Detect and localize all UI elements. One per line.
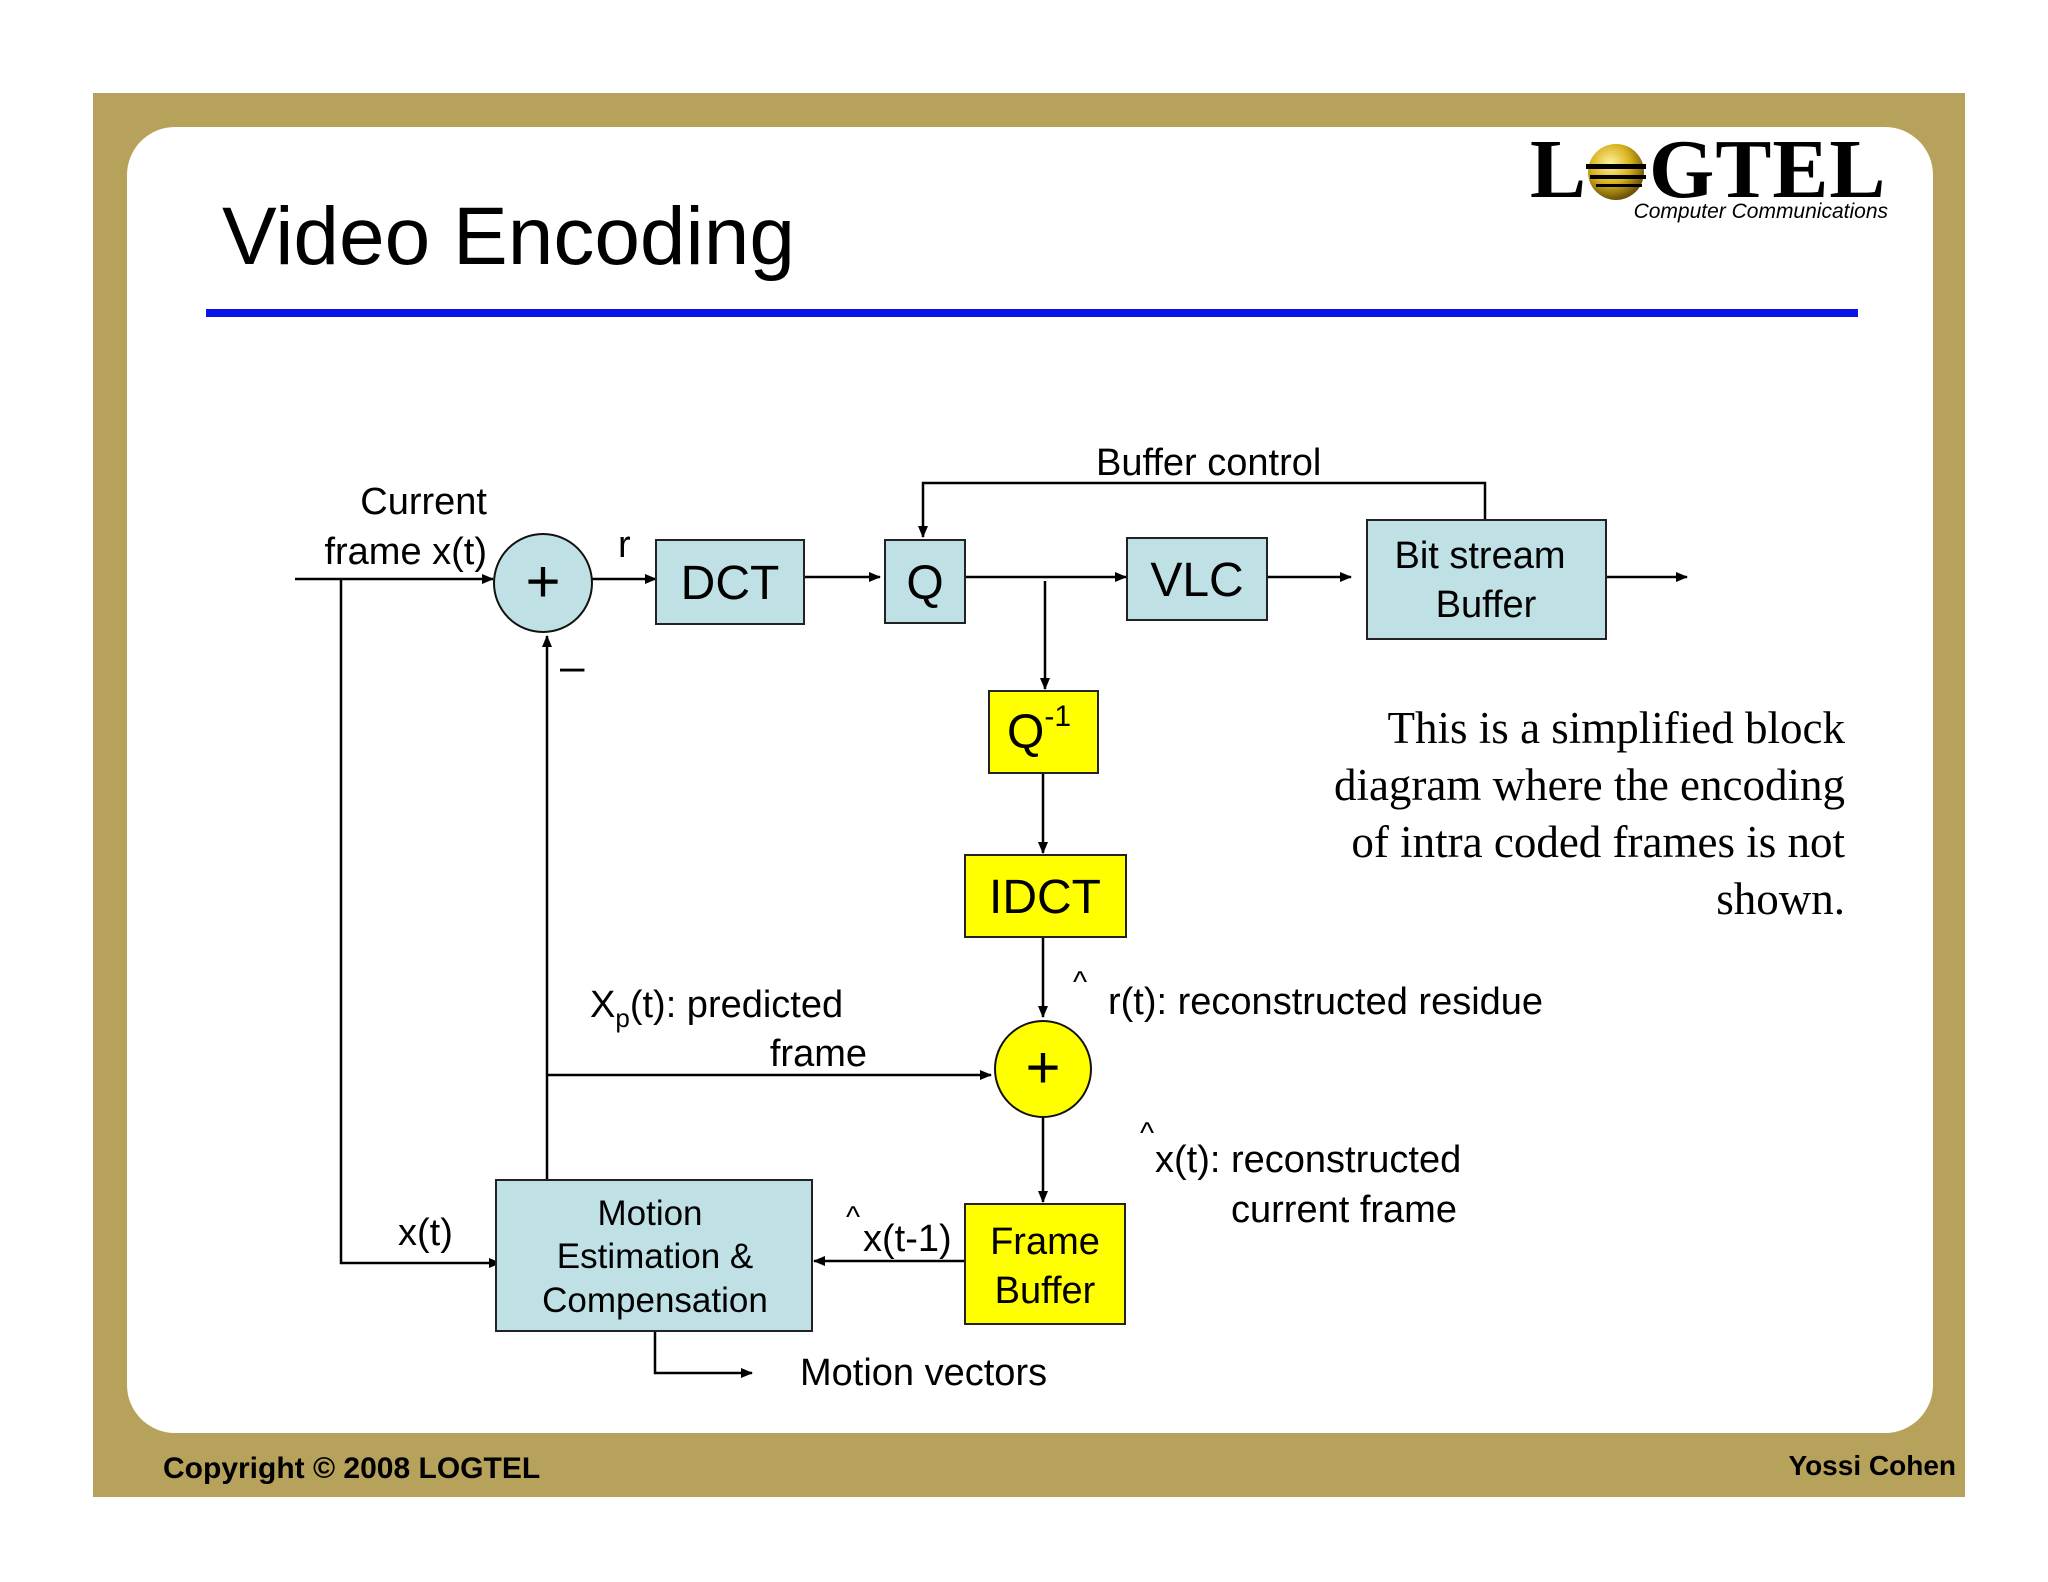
dct-block: DCT <box>655 539 805 625</box>
quantizer-block: Q <box>884 539 966 624</box>
svg-text:Q-1: Q-1 <box>1007 700 1071 759</box>
reconstruction-adder-node: + <box>994 1020 1092 1118</box>
residue-label: r <box>618 524 631 566</box>
subtractor-node: + <box>493 533 593 633</box>
current-frame-label: Current <box>360 481 487 523</box>
svg-text:DCT: DCT <box>681 557 780 610</box>
bitstream-buffer-block: Bit stream Buffer <box>1366 519 1607 640</box>
predicted-frame-label: Xp(t): predicted <box>590 984 843 1033</box>
reconstructed-frame-label: x(t): reconstructed <box>1155 1139 1461 1181</box>
svg-text:Motion: Motion <box>597 1194 702 1233</box>
diagram-note: This is a simplified block diagram where… <box>1333 703 1845 924</box>
globe-icon <box>1586 144 1646 200</box>
svg-text:Bit stream: Bit stream <box>1394 535 1565 577</box>
reconstructed-residue-label: r(t): reconstructed residue <box>1108 981 1543 1023</box>
svg-text:Buffer: Buffer <box>1436 584 1537 626</box>
title-divider <box>206 309 1858 317</box>
motion-estimation-block: Motion Estimation & Compensation <box>495 1179 813 1332</box>
slide-title: Video Encoding <box>222 191 795 282</box>
motion-vectors-label: Motion vectors <box>800 1352 1047 1394</box>
frame-buffer-block: Frame Buffer <box>964 1203 1126 1325</box>
idct-block: IDCT <box>964 854 1127 938</box>
svg-text:Frame: Frame <box>990 1221 1100 1263</box>
vlc-block: VLC <box>1126 537 1268 621</box>
reconstructed-frame-label-line2: current frame <box>1231 1189 1457 1231</box>
copyright-footer: Copyright © 2008 LOGTEL <box>163 1452 541 1485</box>
inverse-quantizer-block: Q-1 <box>988 690 1099 774</box>
previous-frame-label: x(t-1) <box>863 1218 952 1260</box>
residue-hat: ^ <box>1073 966 1087 999</box>
svg-text:Buffer: Buffer <box>995 1270 1096 1312</box>
svg-text:IDCT: IDCT <box>989 871 1101 924</box>
svg-text:Estimation &: Estimation & <box>557 1237 753 1276</box>
minus-sign: – <box>560 642 585 691</box>
current-frame-label-line2: frame x(t) <box>324 531 487 573</box>
buffer-control-label: Buffer control <box>1096 442 1321 484</box>
logo-subtitle: Computer Communications <box>1633 200 1888 223</box>
svg-text:+: + <box>525 548 560 615</box>
svg-text:Q: Q <box>906 557 943 610</box>
frame-hat: ^ <box>1140 1117 1154 1150</box>
xt-label: x(t) <box>398 1212 453 1254</box>
svg-text:Compensation: Compensation <box>542 1281 768 1320</box>
svg-text:VLC: VLC <box>1150 554 1243 607</box>
author-footer: Yossi Cohen <box>1788 1450 1956 1481</box>
diagram-labels: Current frame x(t) r – Buffer control Xp… <box>324 442 1543 1394</box>
svg-text:+: + <box>1025 1034 1060 1101</box>
signal-wires <box>295 481 1688 1378</box>
predicted-frame-label-line2: frame <box>770 1033 867 1075</box>
previous-frame-hat: ^ <box>846 1201 860 1234</box>
